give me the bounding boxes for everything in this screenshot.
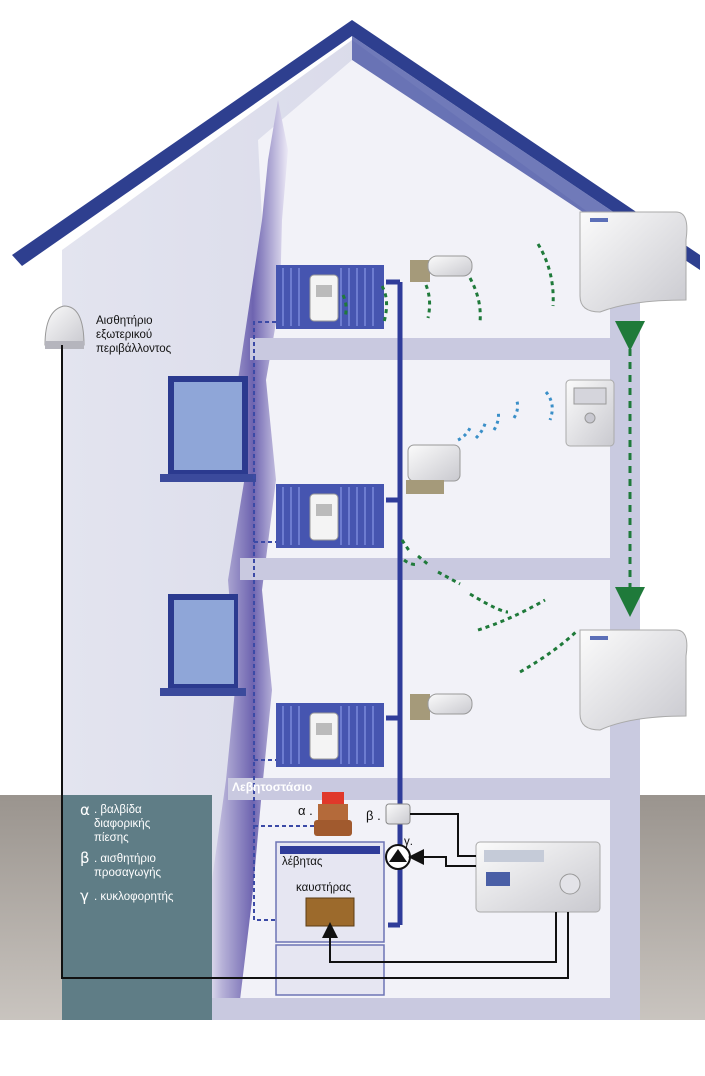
wireless-signals [341,243,580,674]
radiator-bottom [276,703,384,767]
radiator-middle [276,484,384,548]
legend-alpha-line3: πίεσης [94,832,129,844]
outdoor-sensor-icon [44,305,85,349]
torn-wall-edge [200,100,288,1000]
legend-text-gamma: . κυκλοφορητής [94,890,173,904]
legend-symbol-alpha: α [80,801,90,819]
radiator-valve-bottom-icon [410,693,473,720]
radiator-top [276,265,384,329]
window-upper [160,376,256,482]
legend-beta-line1: . αισθητήριο [94,853,156,865]
wireless-repeater-top-icon [579,211,688,313]
legend-gamma-line1: . κυκλοφορητής [94,891,174,903]
room-unit-icon [565,379,615,447]
flow-sensor-icon [385,803,411,825]
differential-pressure-valve-icon [314,792,352,836]
burner-label: καυστήρας [296,882,352,894]
boiler-label: λέβητας [282,856,323,868]
controller-icon [475,841,601,913]
wireless-repeater-bottom-icon [579,629,688,731]
outdoor-sensor-label-line2: εξωτερικού [96,329,153,341]
outdoor-sensor-label-line1: Αισθητήριο [96,315,153,327]
legend-alpha-line1: . βαλβίδα [94,804,142,816]
legend-panel [62,795,212,1020]
roof-gable-right [352,36,640,255]
tag-alpha: α . [298,803,313,818]
legend-alpha-line2: διαφορικής [94,818,151,830]
legend-text-beta: . αισθητήριο προσαγωγής [94,852,161,880]
tag-gamma: γ. [404,836,413,848]
legend-text-alpha: . βαλβίδα διαφορικής πίεσης [94,803,150,845]
legend-symbol-gamma: γ [80,887,89,905]
tag-beta: β . [366,808,381,823]
radiator-valve-top-icon [410,255,473,282]
burner [305,897,355,927]
legend-beta-line2: προσαγωγής [94,867,162,879]
floor-slabs [205,338,610,1020]
legend-symbol-beta: β [80,849,90,867]
boiler-room-label: Λεβητοστάσιο [232,780,313,794]
outdoor-sensor-label: Αισθητήριο εξωτερικού περιβάλλοντος [96,314,171,356]
return-pipe [253,321,318,921]
room-unit-signals [457,391,554,442]
control-wires [61,345,569,979]
circulator-pump-icon [385,844,411,870]
window-lower [160,594,246,696]
radiator-valve-actuator-middle-icon [406,444,461,494]
outdoor-sensor-label-line3: περιβάλλοντος [96,343,172,355]
